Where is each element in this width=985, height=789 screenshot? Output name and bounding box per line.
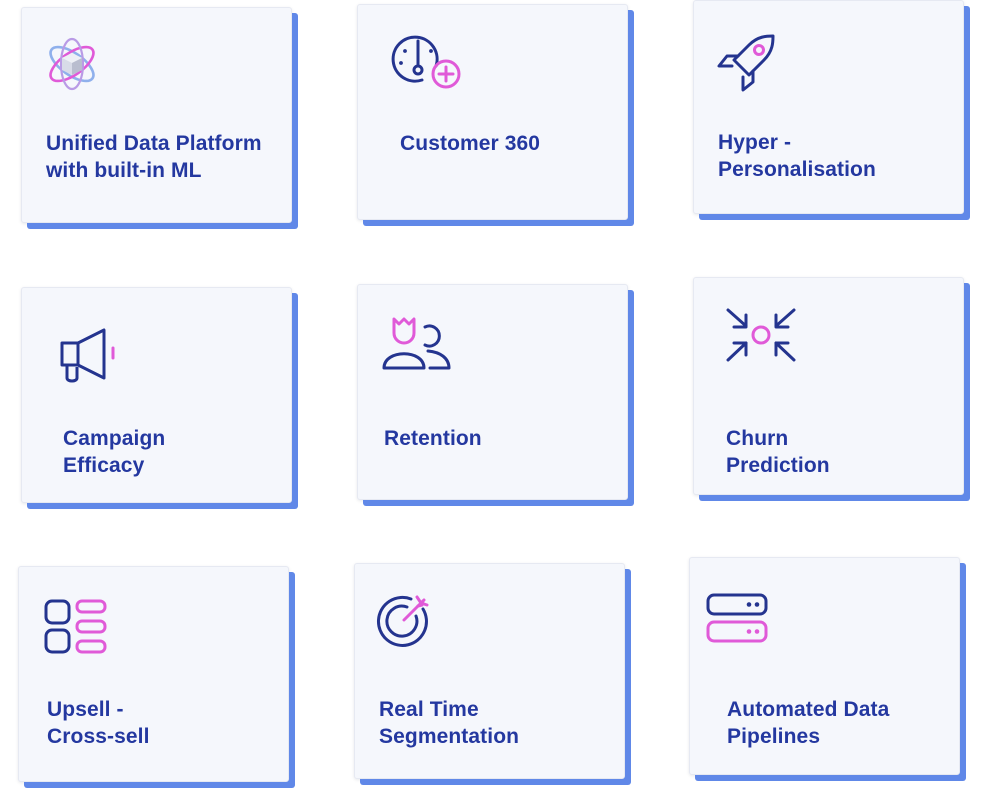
megaphone-icon xyxy=(58,328,118,384)
card-hyper-personalisation[interactable]: Hyper - Personalisation xyxy=(693,0,964,214)
card-title: Hyper - Personalisation xyxy=(718,131,876,181)
card-title: Automated Data Pipelines xyxy=(727,698,890,748)
card-title: Customer 360 xyxy=(400,132,541,155)
card-title: Campaign Efficacy xyxy=(63,427,166,477)
card-retention[interactable]: Retention xyxy=(357,284,628,500)
atom-cube-icon xyxy=(44,36,100,92)
card-customer-360[interactable]: Customer 360 xyxy=(357,4,628,220)
card-automated-data-pipelines[interactable]: Automated Data Pipelines xyxy=(689,557,960,775)
card-title: Retention xyxy=(384,427,482,450)
card-campaign-efficacy[interactable]: Campaign Efficacy xyxy=(21,287,292,503)
arrows-converge-icon xyxy=(724,306,798,364)
card-unified-data-platform[interactable]: Unified Data Platform with built-in ML xyxy=(21,7,292,223)
users-retention-icon xyxy=(382,315,452,371)
target-dart-icon xyxy=(375,592,435,652)
server-stack-icon xyxy=(706,592,770,648)
card-real-time-segmentation[interactable]: Real Time Segmentation xyxy=(354,563,625,779)
card-upsell-cross-sell[interactable]: Upsell - Cross-sell xyxy=(18,566,289,782)
card-title: Real Time Segmentation xyxy=(379,698,520,748)
dashboard-gauge-plus-icon xyxy=(391,33,466,89)
card-title: Unified Data Platform with built-in ML xyxy=(46,132,262,182)
card-churn-prediction[interactable]: Churn Prediction xyxy=(693,277,964,495)
card-title: Upsell - Cross-sell xyxy=(47,698,150,748)
card-title: Churn Prediction xyxy=(726,427,830,477)
rocket-icon xyxy=(716,31,778,93)
tiles-grid-icon xyxy=(44,599,108,655)
